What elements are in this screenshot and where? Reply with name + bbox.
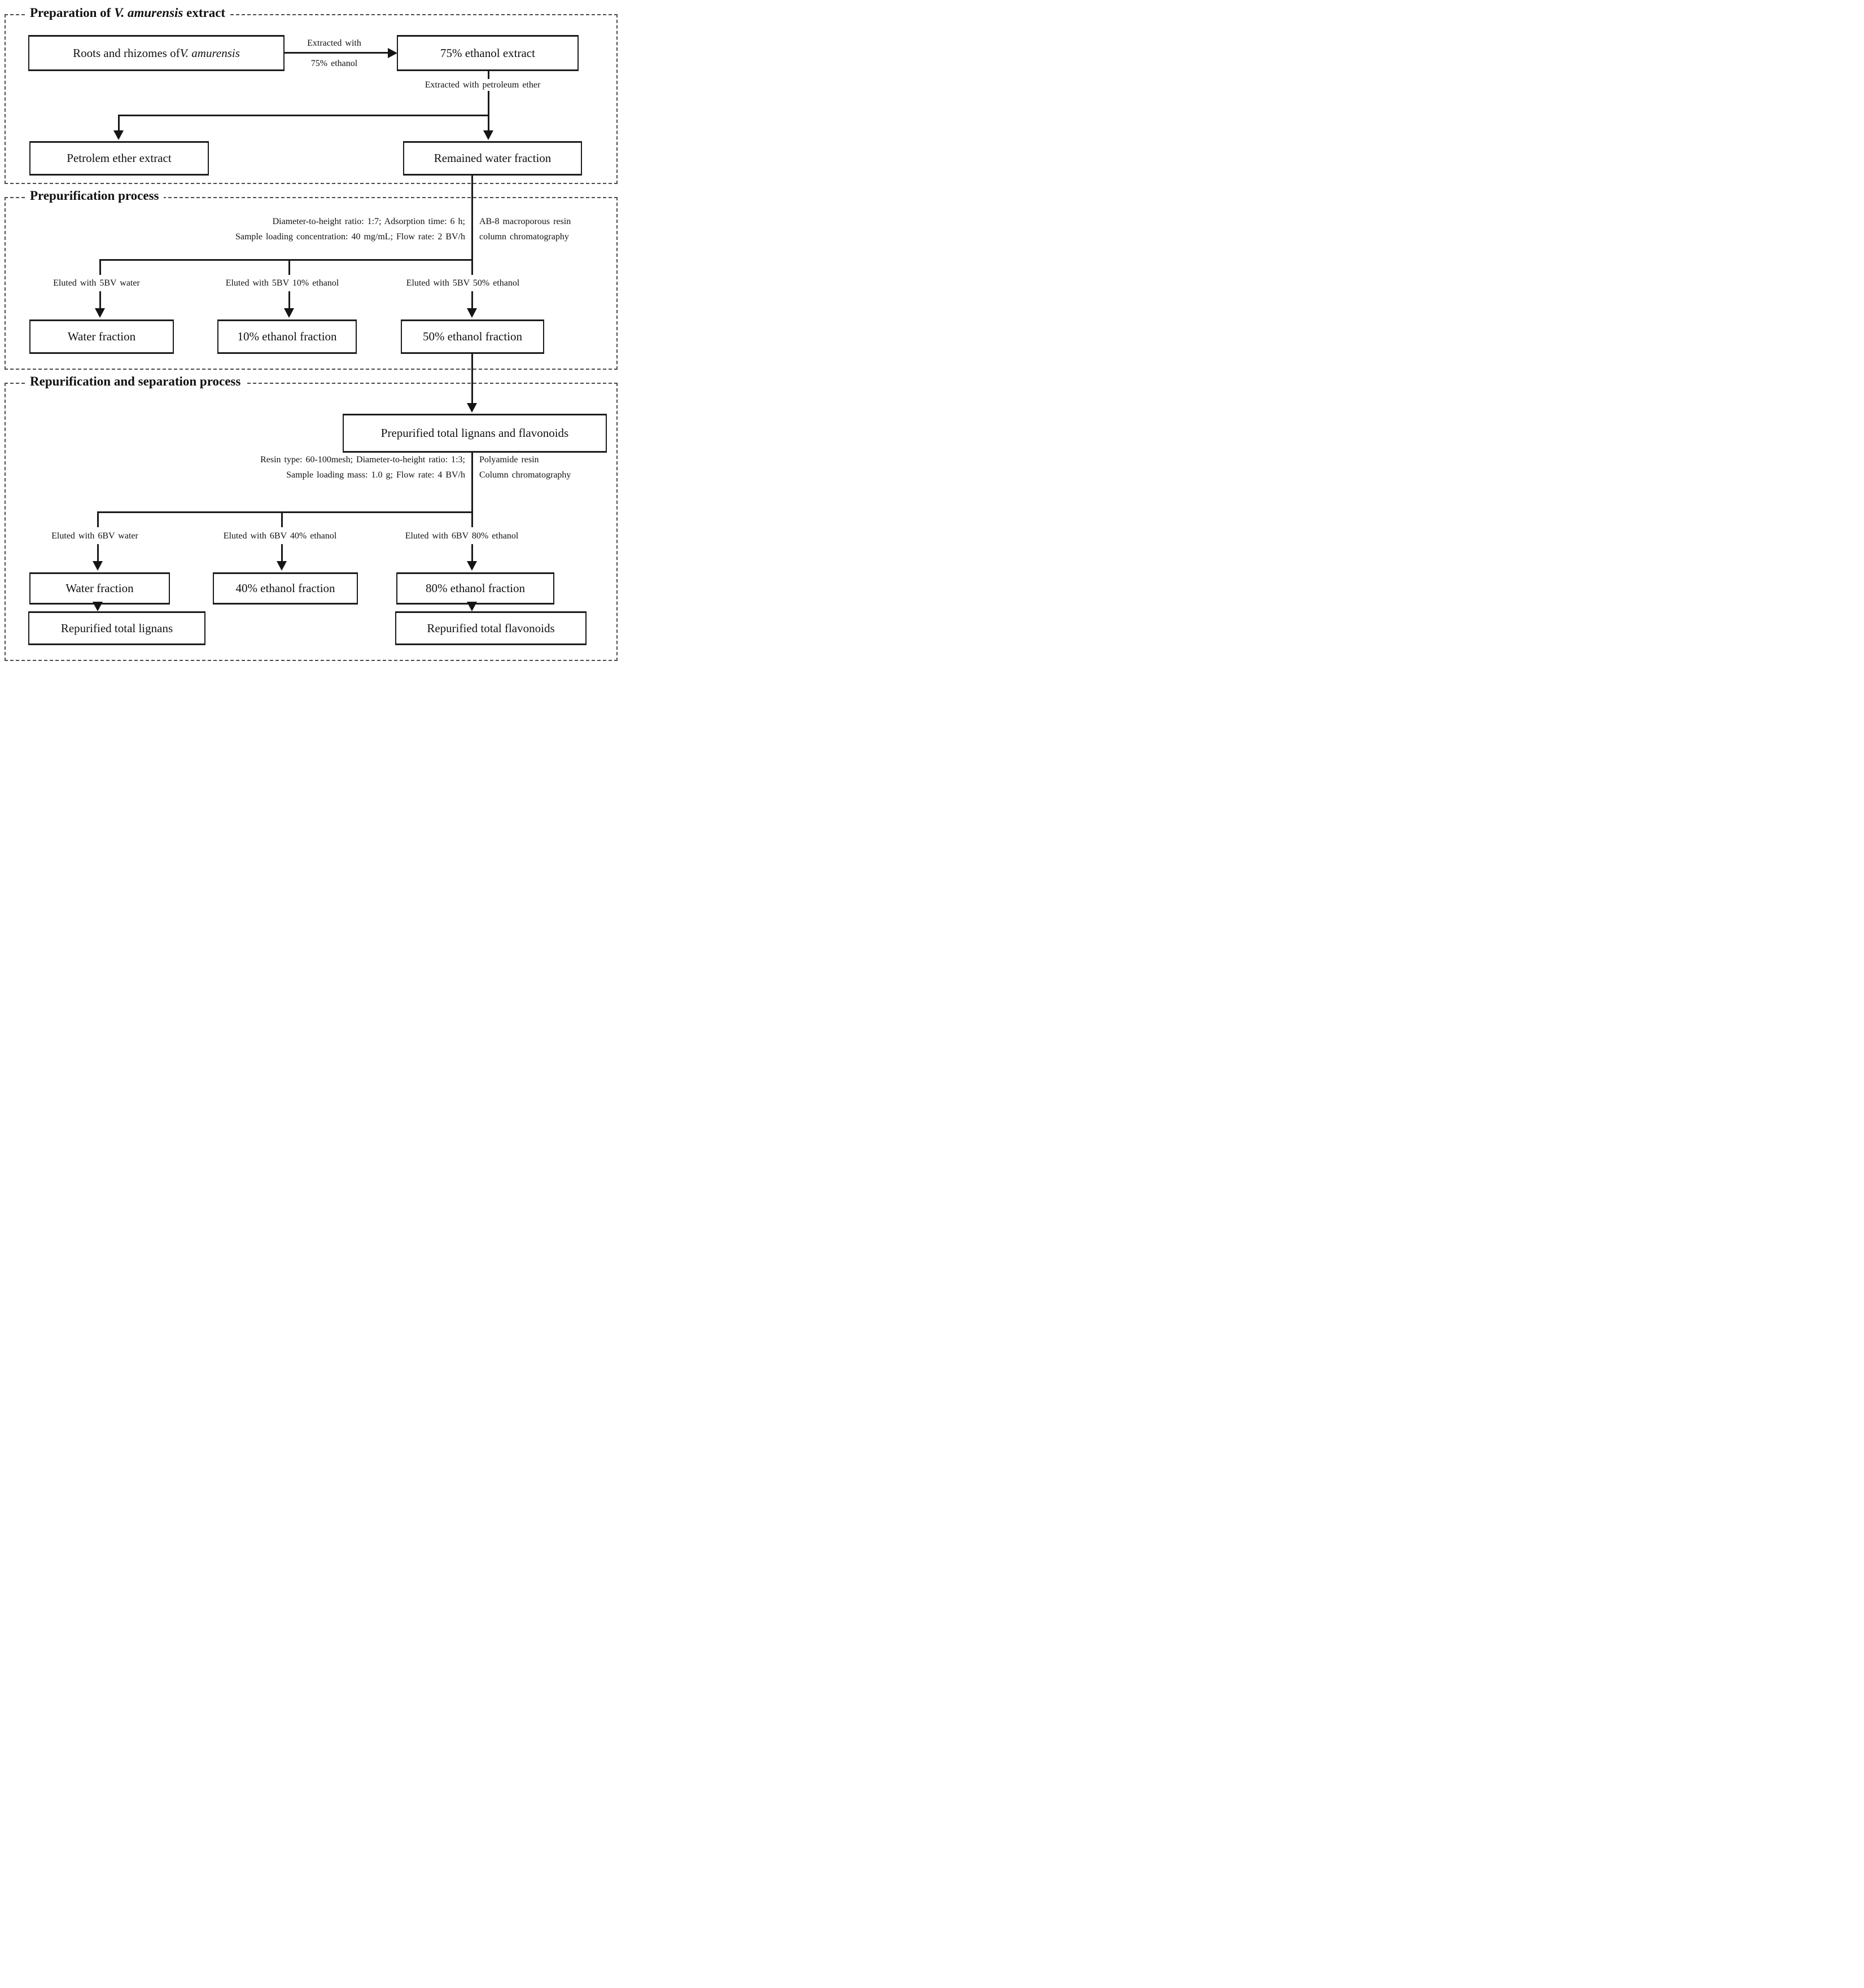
stub-line [471, 259, 473, 275]
section-preparation-title-prefix: Preparation of [30, 6, 115, 20]
elution-label-5bv-10-ethanol: Eluted with 5BV 10% ethanol [223, 277, 342, 289]
section-prepurification-border [5, 197, 618, 370]
connector-roots-to-ethanol [282, 52, 388, 54]
polyamide-resin-note: Polyamide resin Column chromatography [479, 452, 571, 483]
water-fraction-box-prepurification: Water fraction [29, 319, 174, 354]
section-preparation-border [5, 14, 618, 184]
ethanol-extract-box: 75% ethanol extract [397, 35, 579, 71]
polyamide-resin-note-line2: Column chromatography [479, 470, 571, 480]
arrowhead-down-icon [483, 130, 493, 140]
arrowhead-down-icon [284, 308, 294, 318]
ethanol40-fraction-box: 40% ethanol fraction [213, 572, 358, 605]
stub-line [99, 259, 101, 275]
stub-line [281, 511, 283, 527]
arrow-line [99, 291, 101, 309]
repurification-parameters-line1: Resin type: 60-100mesh; Diameter-to-heig… [260, 455, 465, 465]
ethanol80-fraction-box: 80% ethanol fraction [396, 572, 554, 605]
elution-label-5bv-water: Eluted with 5BV water [51, 277, 142, 289]
section-prepurification-title: Prepurification process [25, 187, 164, 204]
extract-arrow-label-top: Extracted with [305, 37, 364, 49]
elution-label-6bv-40-ethanol: Eluted with 6BV 40% ethanol [221, 530, 339, 542]
prepurification-parameters-line2: Sample loading concentration: 40 mg/mL; … [235, 232, 465, 242]
arrowhead-down-icon [277, 561, 287, 571]
arrow-line [281, 544, 283, 562]
arrowhead-down-icon [467, 602, 477, 611]
roots-rhizomes-box: Roots and rhizomes of V. amurensis [28, 35, 285, 71]
petroleum-ether-box: Petrolem ether extract [29, 141, 209, 176]
branch-line-section3 [97, 511, 472, 513]
elution-label-5bv-50-ethanol: Eluted with 5BV 50% ethanol [404, 277, 522, 289]
section-preparation-title: Preparation of V. amurensis extract [25, 5, 231, 21]
roots-rhizomes-box-italic: V. amurensis [180, 46, 240, 60]
branch-line-section1 [118, 115, 489, 116]
ab8-resin-note-line2: column chromatography [479, 232, 569, 242]
connector-ethanol-down [488, 68, 489, 115]
connector-50ethanol-to-prepurified [471, 351, 473, 404]
flowchart-canvas: Preparation of V. amurensis extract Root… [0, 0, 622, 663]
repurified-lignans-box: Repurified total lignans [28, 611, 205, 645]
prepurification-parameters: Diameter-to-height ratio: 1:7; Adsorptio… [149, 214, 465, 244]
ethanol50-fraction-box: 50% ethanol fraction [401, 319, 544, 354]
arrowhead-right-icon [388, 48, 397, 58]
arrowhead-down-icon [113, 130, 124, 140]
connector-remained-to-resin [471, 172, 473, 260]
arrow-line [288, 291, 290, 309]
arrowhead-down-icon [467, 403, 477, 413]
repurified-flavonoids-box: Repurified total flavonoids [395, 611, 587, 645]
arrowhead-down-icon [467, 308, 477, 318]
arrow-line [97, 544, 99, 562]
branch-line-section2 [99, 259, 473, 261]
connector-prepurified-down [471, 449, 473, 512]
stub-line [471, 511, 473, 527]
arrowhead-down-icon [467, 561, 477, 571]
prepurification-parameters-line1: Diameter-to-height ratio: 1:7; Adsorptio… [272, 217, 465, 226]
ab8-resin-note: AB-8 macroporous resin column chromatogr… [479, 214, 571, 244]
arrow-line [471, 291, 473, 309]
elution-label-6bv-water: Eluted with 6BV water [49, 530, 141, 542]
section-preparation-title-suffix: extract [183, 6, 226, 20]
ab8-resin-note-line1: AB-8 macroporous resin [479, 217, 571, 226]
section-repurification-title: Repurification and separation process [25, 373, 246, 390]
petroleum-step-label: Extracted with petroleum ether [422, 79, 543, 91]
stub-line [97, 511, 99, 527]
remained-water-box: Remained water fraction [403, 141, 582, 176]
extract-arrow-label-bottom: 75% ethanol [308, 58, 360, 69]
ethanol10-fraction-box: 10% ethanol fraction [217, 319, 357, 354]
arrowhead-down-icon [93, 561, 103, 571]
drop-line-petroleum [118, 115, 120, 132]
section-repurification-border [5, 383, 618, 661]
water-fraction-box-repurification: Water fraction [29, 572, 170, 605]
repurification-parameters: Resin type: 60-100mesh; Diameter-to-heig… [149, 452, 465, 483]
arrowhead-down-icon [93, 602, 103, 611]
elution-label-6bv-80-ethanol: Eluted with 6BV 80% ethanol [402, 530, 521, 542]
repurification-parameters-line2: Sample loading mass: 1.0 g; Flow rate: 4… [286, 470, 465, 480]
section-preparation-title-italic: V. amurensis [114, 6, 183, 20]
arrow-line [471, 544, 473, 562]
prepurified-lignans-flavonoids-box: Prepurified total lignans and flavonoids [343, 414, 607, 453]
arrowhead-down-icon [95, 308, 105, 318]
roots-rhizomes-box-text: Roots and rhizomes of [73, 46, 180, 60]
drop-line-remained [488, 115, 489, 132]
stub-line [288, 259, 290, 275]
polyamide-resin-note-line1: Polyamide resin [479, 455, 539, 465]
